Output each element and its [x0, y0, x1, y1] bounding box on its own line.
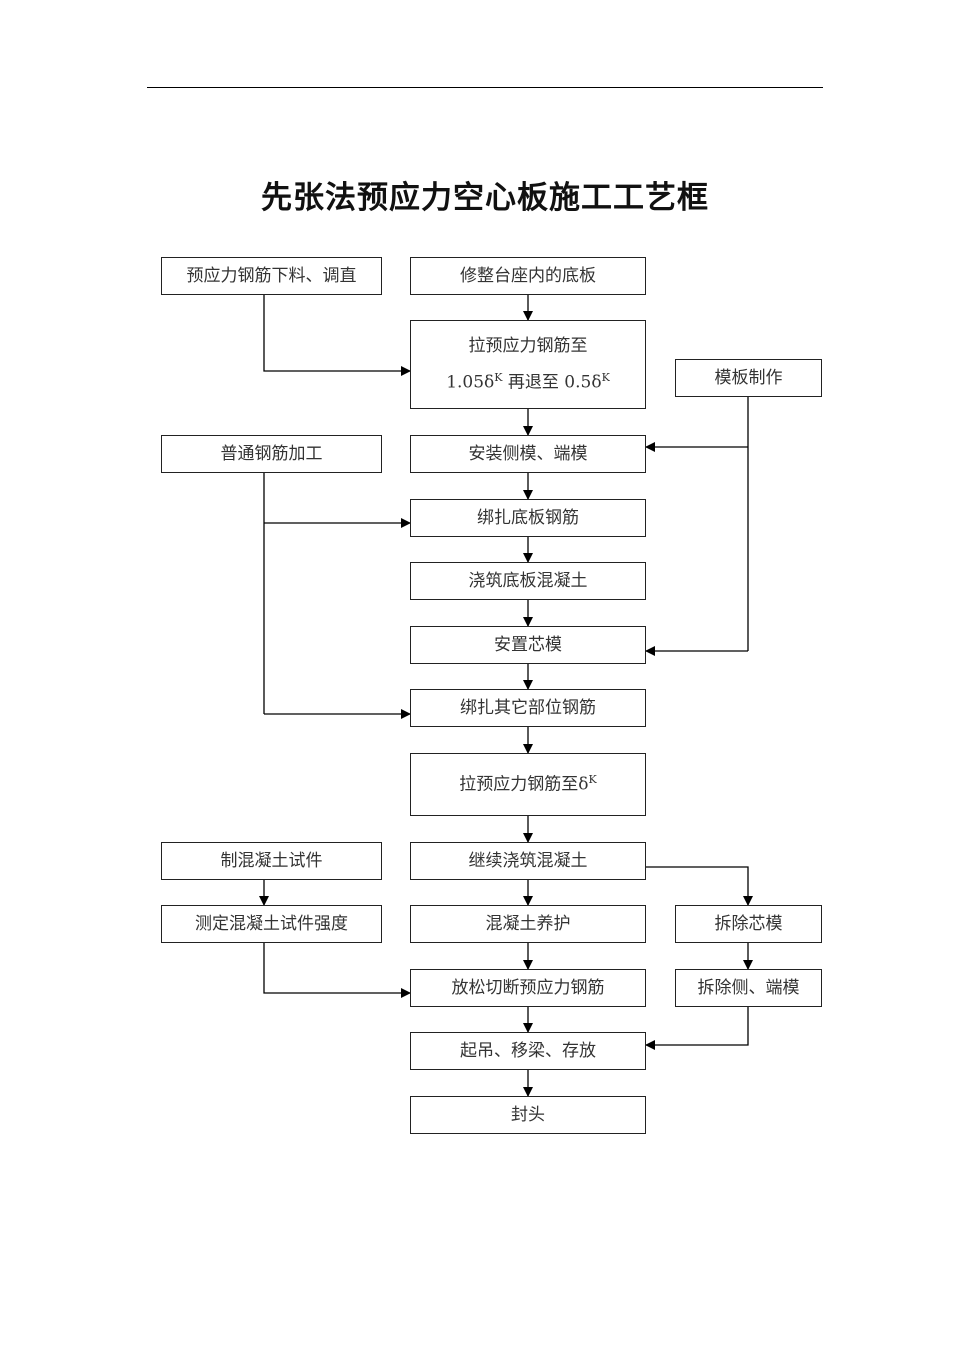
- step-label-formula: 1.05δK 再退至 0.5δK: [446, 371, 610, 393]
- step-label: 继续浇筑混凝土: [468, 850, 588, 871]
- step-seal-ends: 封头: [410, 1096, 646, 1134]
- arrow-l4-c11: [263, 943, 411, 998]
- step-label: 浇筑底板混凝土: [468, 570, 588, 591]
- step-bind-base-rebar: 绑扎底板钢筋: [410, 499, 646, 537]
- step-release-cut: 放松切断预应力钢筋: [410, 969, 646, 1007]
- formula-part: 拉预应力钢筋至δ: [459, 775, 589, 796]
- step-label: 拉预应力钢筋至δK: [459, 773, 596, 795]
- step-label: 模板制作: [714, 367, 783, 388]
- step-formwork: 模板制作: [675, 359, 822, 397]
- step-label: 修整台座内的底板: [460, 265, 596, 286]
- step-install-forms: 安装侧模、端模: [410, 435, 646, 473]
- step-test-strength: 测定混凝土试件强度: [161, 905, 382, 943]
- step-initial-tension: 拉预应力钢筋至 1.05δK 再退至 0.5δK: [410, 320, 646, 409]
- step-rebar-cutting: 预应力钢筋下料、调直: [161, 257, 382, 295]
- step-label: 测定混凝土试件强度: [195, 913, 348, 934]
- step-continue-pour: 继续浇筑混凝土: [410, 842, 646, 880]
- page-title: 先张法预应力空心板施工工艺框: [261, 180, 709, 216]
- step-bind-other-rebar: 绑扎其它部位钢筋: [410, 689, 646, 727]
- formula-part: 1.05δ: [446, 372, 495, 393]
- step-final-tension: 拉预应力钢筋至δK: [410, 753, 646, 816]
- step-label: 拆除侧、端模: [697, 977, 800, 998]
- step-label: 封头: [511, 1104, 545, 1125]
- formula-sup: K: [494, 370, 503, 384]
- step-label: 预应力钢筋下料、调直: [186, 265, 357, 286]
- step-lift-store: 起吊、移梁、存放: [410, 1032, 646, 1070]
- formula-sup: K: [601, 370, 610, 384]
- step-label: 放松切断预应力钢筋: [451, 977, 605, 998]
- arrow-r3-c12: [645, 1007, 749, 1050]
- step-trim-base: 修整台座内的底板: [410, 257, 646, 295]
- step-ordinary-rebar: 普通钢筋加工: [161, 435, 382, 473]
- step-label: 起吊、移梁、存放: [460, 1040, 596, 1061]
- step-place-core: 安置芯模: [410, 626, 646, 664]
- step-label: 混凝土养护: [485, 913, 571, 934]
- step-label: 安装侧模、端模: [468, 443, 588, 464]
- header-rule: [147, 87, 823, 88]
- step-remove-side-forms: 拆除侧、端模: [675, 969, 822, 1007]
- step-label: 绑扎其它部位钢筋: [460, 697, 596, 718]
- step-make-specimens: 制混凝土试件: [161, 842, 382, 880]
- step-label: 拉预应力钢筋至: [468, 336, 588, 357]
- step-label: 制混凝土试件: [220, 850, 323, 871]
- arrow-c9-r2: [646, 866, 753, 906]
- step-curing: 混凝土养护: [410, 905, 646, 943]
- step-label: 普通钢筋加工: [220, 443, 323, 464]
- arrow-l1-c2: [263, 295, 411, 376]
- step-label: 安置芯模: [494, 634, 562, 655]
- formula-part: 再退至 0.5δ: [507, 372, 602, 393]
- formula-sup: K: [588, 773, 597, 787]
- step-label: 绑扎底板钢筋: [477, 507, 579, 528]
- step-remove-core: 拆除芯模: [675, 905, 822, 943]
- step-pour-base: 浇筑底板混凝土: [410, 562, 646, 600]
- step-label: 拆除芯模: [714, 913, 783, 934]
